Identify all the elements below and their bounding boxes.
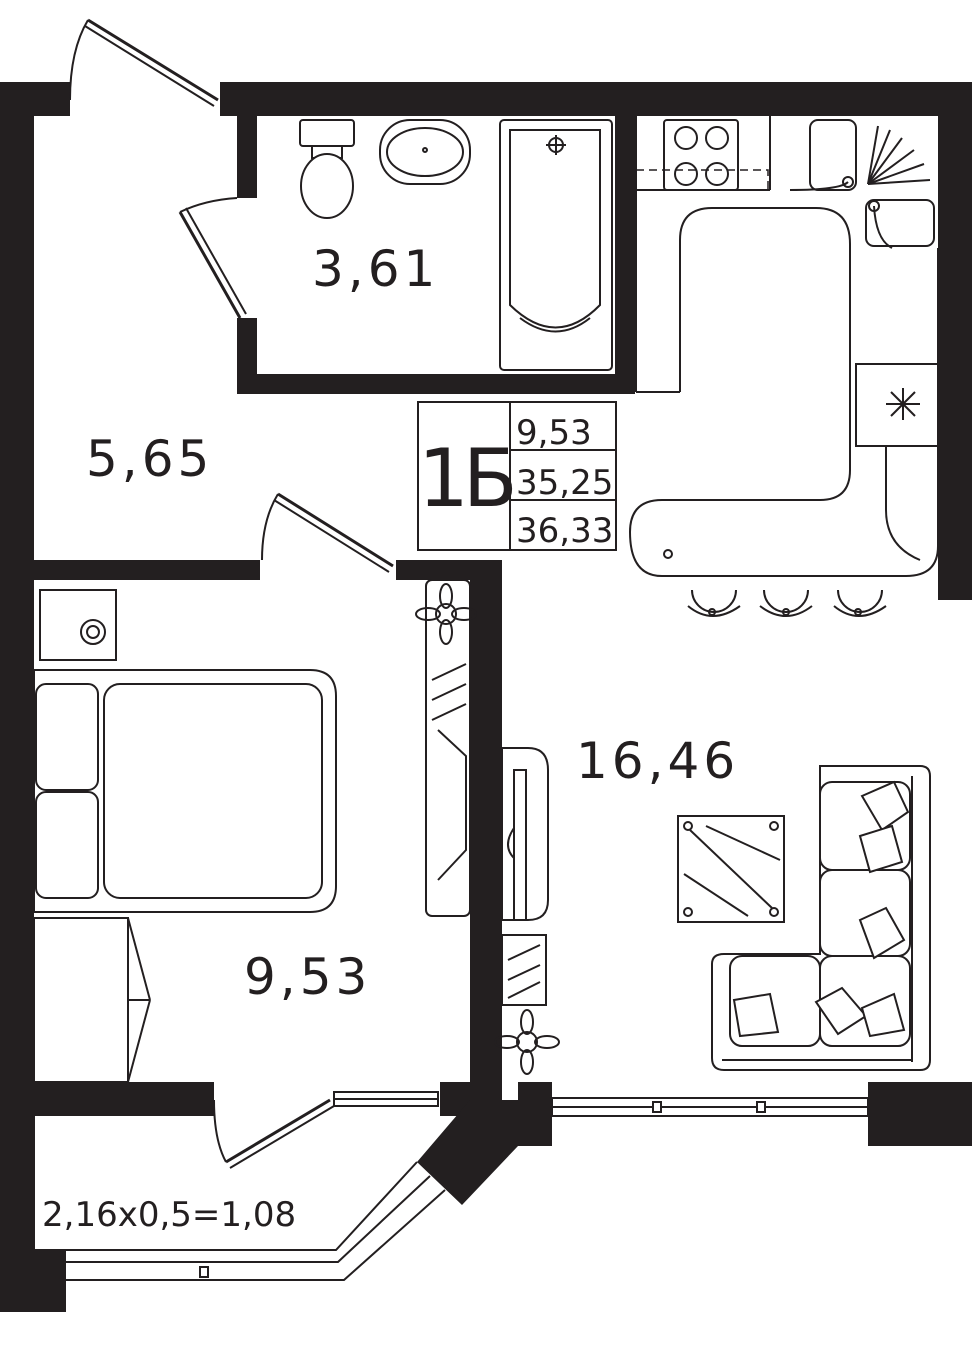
bathroom-area-label: 3,61 — [312, 240, 439, 298]
walls — [0, 82, 972, 1312]
hallway-area-label: 5,65 — [86, 430, 213, 488]
apartment-badge: 1Б 9,53 35,25 36,33 — [417, 401, 617, 551]
bathroom-fixtures — [299, 119, 613, 371]
badge-total-area: 35,25 — [516, 463, 613, 503]
sink-fan-lines — [867, 125, 931, 185]
apartment-type-code: 1Б — [418, 432, 513, 525]
openings — [33, 18, 869, 1281]
plant-icon — [415, 583, 477, 645]
bedroom-area-label: 9,53 — [244, 948, 371, 1006]
living-kitchen-area-label: 16,46 — [576, 732, 739, 790]
badge-total-with-balcony: 36,33 — [516, 511, 613, 551]
balcony-area-label: 2,16x0,5=1,08 — [42, 1195, 296, 1235]
living-furniture — [494, 747, 931, 1075]
kitchen-furniture — [628, 116, 939, 617]
plant-icon — [494, 1009, 560, 1075]
bedroom-furniture — [33, 579, 477, 1083]
badge-living-area: 9,53 — [516, 413, 592, 453]
